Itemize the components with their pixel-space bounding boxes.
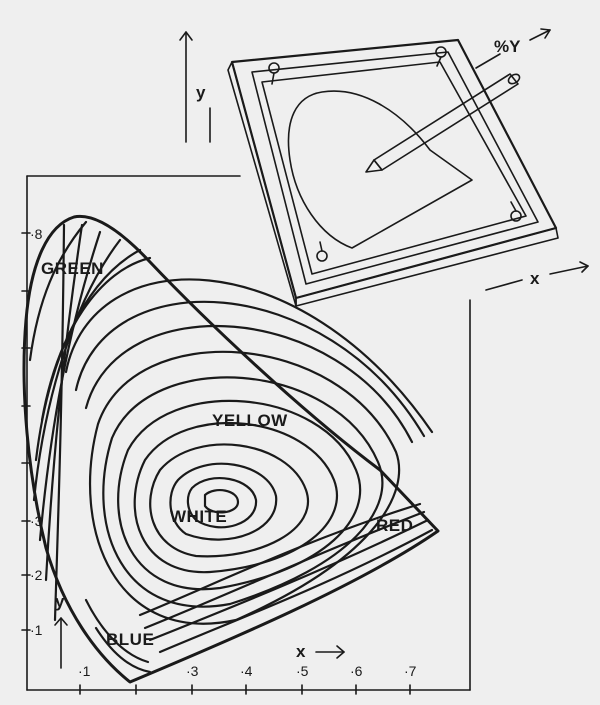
- board-y-arrow: [179, 31, 211, 143]
- x-tick-label: ·4: [240, 663, 253, 679]
- y-tick-label: ·8: [30, 226, 43, 242]
- board-x-label: x: [530, 269, 540, 288]
- x-axis-arrow: [315, 645, 345, 659]
- pin-icon: [268, 62, 280, 85]
- pin-icon: [316, 241, 328, 262]
- board-diagram-outline: [287, 90, 473, 249]
- pin-icon: [435, 46, 447, 67]
- board-x-arrow: [485, 261, 589, 291]
- x-tick-label: ·5: [296, 663, 309, 679]
- x-tick-label: ·6: [350, 663, 363, 679]
- region-label-white: WHITE: [170, 507, 227, 526]
- x-tick-label: ·3: [186, 663, 199, 679]
- plot-frame: [26, 175, 471, 691]
- x-tick-label: ·1: [78, 663, 91, 679]
- y-axis-label: y: [55, 592, 65, 611]
- x-axis-label: x: [296, 642, 306, 661]
- board-side-left: [227, 61, 297, 307]
- region-label-blue: BLUE: [106, 630, 154, 649]
- region-label-red: RED: [376, 516, 413, 535]
- board-side-front: [295, 227, 559, 307]
- board-z-label: %Y: [494, 37, 521, 56]
- board-z-arrow: [475, 28, 551, 69]
- pin-icon: [510, 201, 522, 222]
- y-tick-label: ·1: [30, 622, 43, 638]
- region-label-green: GREEN: [41, 259, 104, 278]
- drafting-board: y x %Y: [179, 28, 589, 307]
- x-tick-label: ·7: [404, 663, 417, 679]
- spectral-locus-outline: [22, 214, 440, 684]
- region-label-yellow: YELLOW: [212, 411, 288, 430]
- y-tick-label: ·2: [30, 567, 43, 583]
- contour-lines: [28, 220, 434, 674]
- board-y-label: y: [196, 83, 206, 102]
- y-axis-arrow: [54, 617, 68, 669]
- x-axis-ticks: [79, 684, 411, 695]
- pencil-icon: [365, 73, 521, 173]
